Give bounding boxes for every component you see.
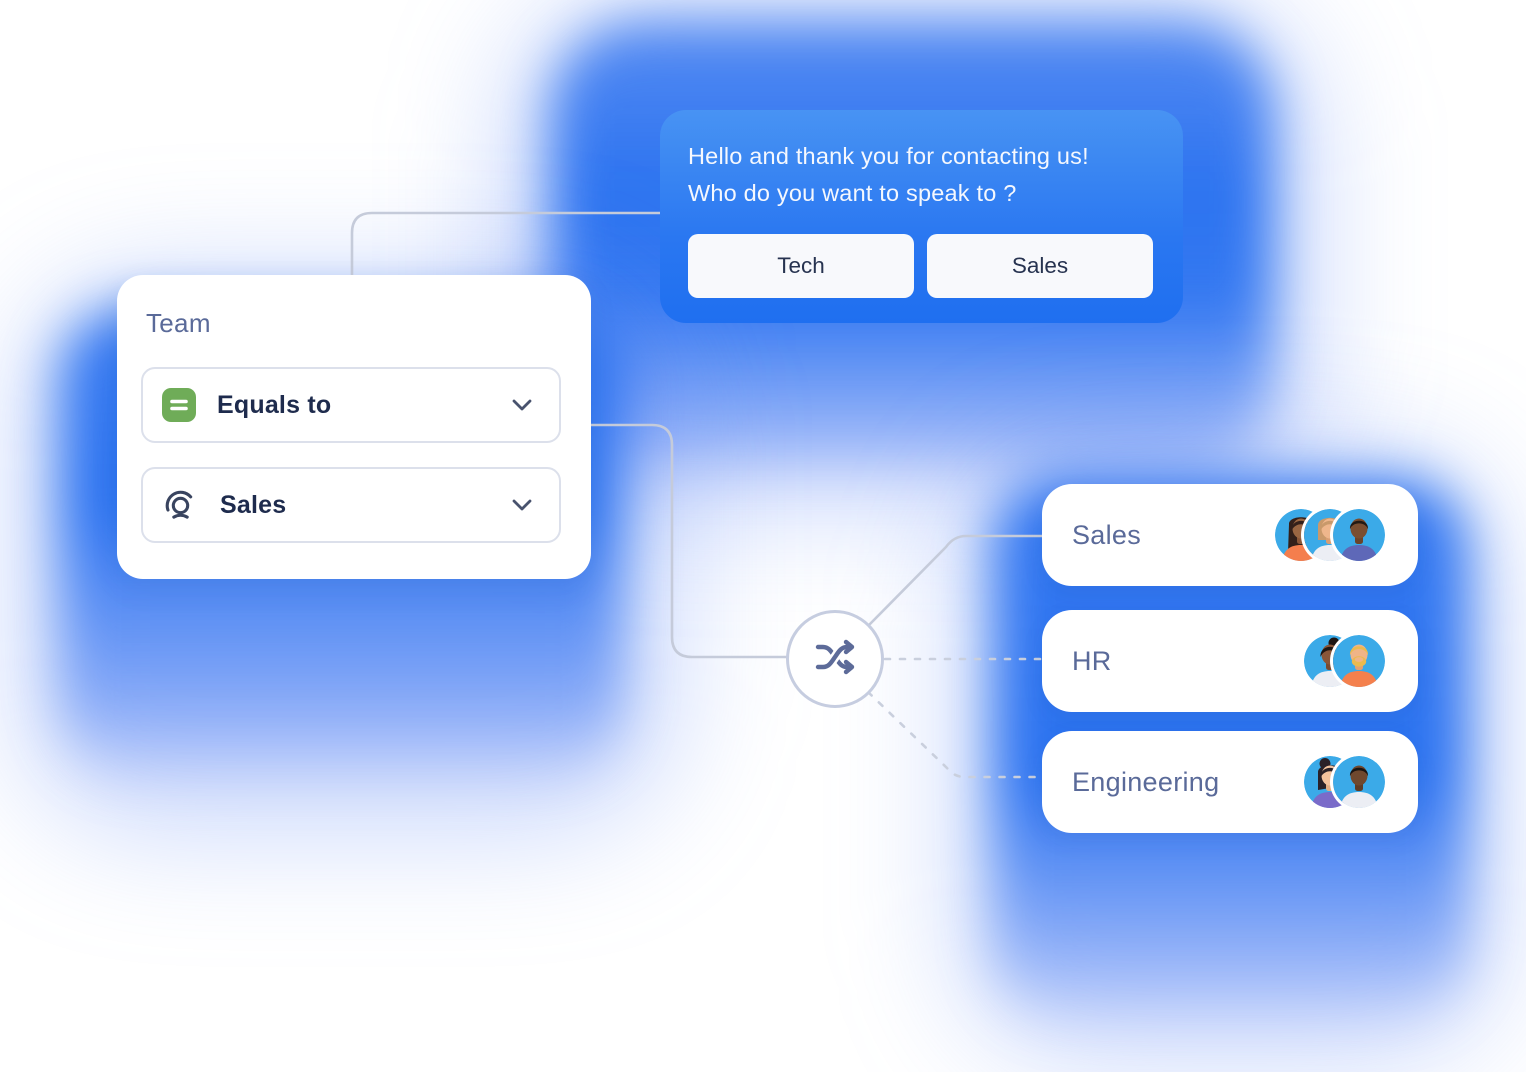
team-item-hr[interactable]: HR [1042,610,1418,712]
team-item-label: Engineering [1072,766,1220,797]
condition-operator-value: Equals to [217,390,332,419]
connector-router-to-engineering [866,690,1044,779]
team-target-icon [162,487,199,524]
tech-button[interactable]: Tech [688,234,914,298]
chevron-down-icon [512,499,532,511]
connector-router-to-sales [867,534,1044,627]
chat-message-line-2: Who do you want to speak to ? [688,180,1017,206]
team-item-engineering[interactable]: Engineering [1042,731,1418,833]
connector-chat-to-team [350,211,662,277]
condition-team-select[interactable]: Sales [141,467,561,543]
avatar [1333,509,1385,561]
chevron-down-icon [512,399,532,411]
condition-operator-select[interactable]: Equals to [141,367,561,443]
condition-team-value: Sales [220,490,287,519]
team-card-title: Team [146,308,211,338]
equals-icon [162,388,196,422]
chat-quick-replies: Tech Sales [688,234,1153,298]
connector-team-to-router [589,423,789,659]
chat-message-line-1: Hello and thank you for contacting us! [688,143,1089,169]
team-item-label: HR [1072,645,1112,676]
avatar [1333,635,1385,687]
avatar [1333,756,1385,808]
sales-button[interactable]: Sales [927,234,1153,298]
avatar-group [1275,509,1385,561]
avatar-group [1304,756,1385,808]
avatar-group [1304,635,1385,687]
shuffle-icon [813,638,857,681]
team-condition-card: Team Equals to [117,275,591,579]
team-item-sales[interactable]: Sales [1042,484,1418,586]
router-node[interactable] [786,610,884,708]
team-item-label: Sales [1072,519,1142,550]
chat-message-card: Hello and thank you for contacting us! W… [660,110,1183,323]
